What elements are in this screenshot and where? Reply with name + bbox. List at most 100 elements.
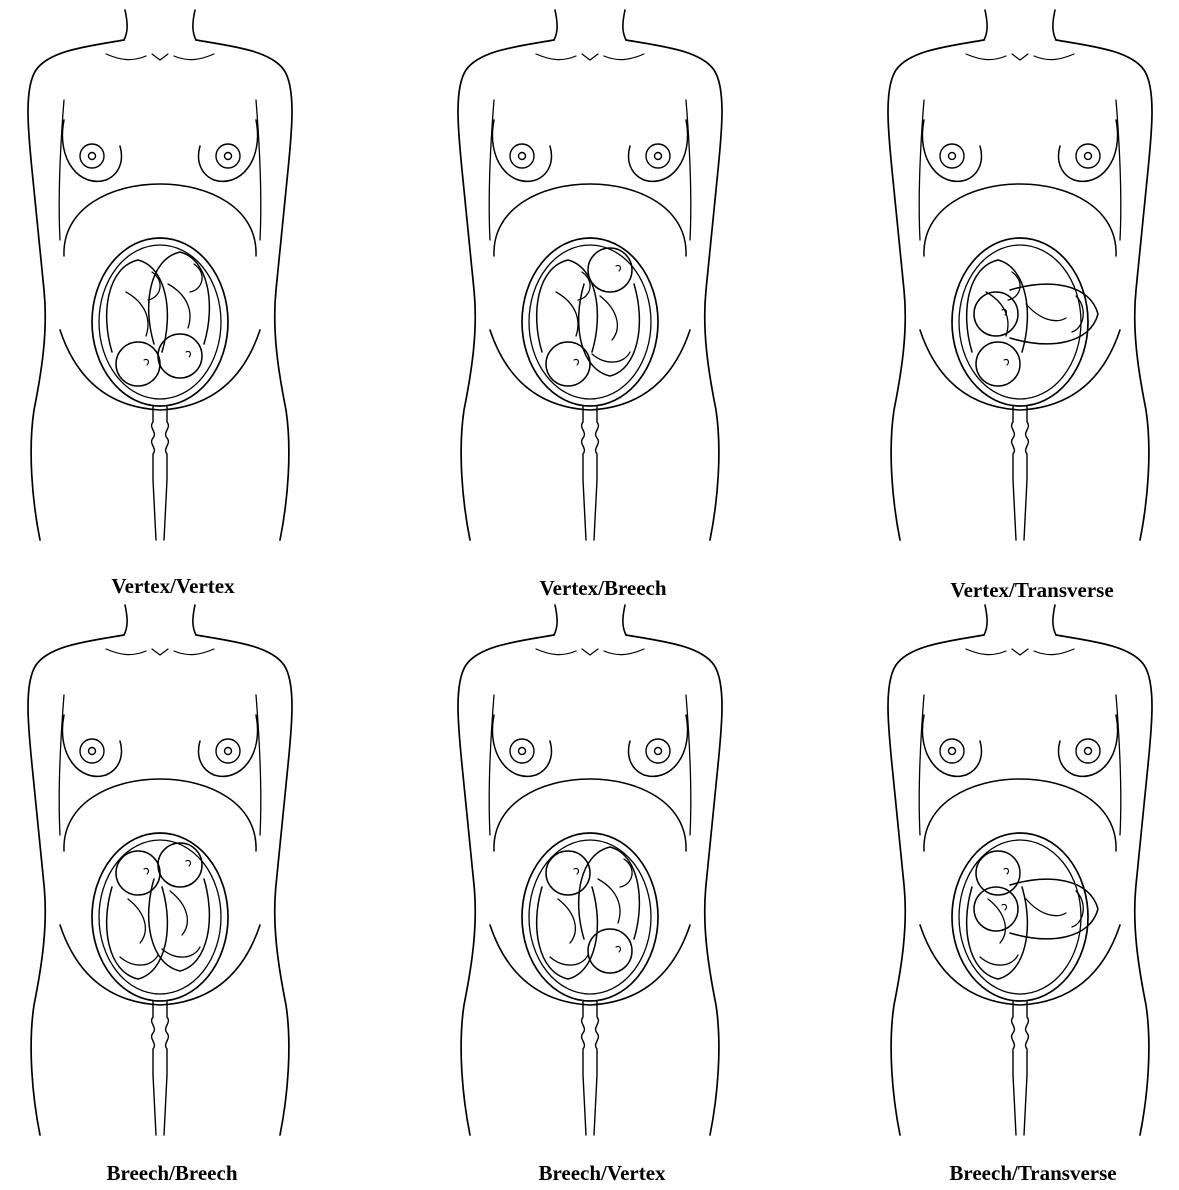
fetus-arm <box>168 284 190 328</box>
torso-left-outline <box>888 635 984 1135</box>
collarbone-left <box>536 54 576 60</box>
uterus-inner <box>529 840 651 994</box>
areola-right <box>646 739 670 763</box>
birth-canal-left <box>152 406 156 540</box>
birth-canal-right <box>594 406 598 540</box>
uterus-inner <box>99 840 221 994</box>
neck-right <box>193 10 196 40</box>
torso-right-outline <box>1056 635 1152 1135</box>
fetus-leg <box>550 955 588 965</box>
neck-right <box>1053 605 1056 635</box>
nipple-left <box>519 748 526 755</box>
areola-left <box>940 739 964 763</box>
collarbone-right <box>174 649 214 655</box>
breast-right <box>1059 120 1118 181</box>
breast-left <box>62 715 121 776</box>
nipple-right <box>1085 153 1092 160</box>
neck-left <box>124 605 127 635</box>
areola-right <box>646 144 670 168</box>
fetus-head <box>588 929 632 973</box>
torso-panel-bt <box>888 605 1152 1135</box>
areola-right <box>216 144 240 168</box>
neck-right <box>1053 10 1056 40</box>
twin-a-breech <box>967 851 1028 979</box>
fetus-head <box>976 342 1020 386</box>
birth-canal-right <box>1024 1001 1028 1135</box>
birth-canal-right <box>594 1001 598 1135</box>
birth-canal-right <box>1024 406 1028 540</box>
torso-panel-vb <box>458 10 722 540</box>
neck-right <box>193 605 196 635</box>
fetus-arm <box>1026 304 1066 321</box>
nipple-left <box>519 153 526 160</box>
uterus-inner <box>99 245 221 399</box>
birth-canal-right <box>164 406 168 540</box>
belly-lower-curve <box>920 925 1120 1005</box>
neck-left <box>124 10 127 40</box>
breast-right <box>629 120 688 181</box>
twin-a-vertex <box>107 260 168 386</box>
uterus-outer <box>952 833 1088 1001</box>
fetus-head <box>116 851 160 895</box>
torso-right-outline <box>626 635 722 1135</box>
uterus-inner <box>959 245 1081 399</box>
fetus-arm <box>986 292 1008 336</box>
fetus-body <box>579 847 640 939</box>
areola-left <box>510 739 534 763</box>
fetus-arm <box>558 899 575 943</box>
fetus-ear <box>1004 359 1008 365</box>
uterus-outer <box>522 238 658 406</box>
neck-left <box>984 10 987 40</box>
birth-canal-left <box>1012 406 1016 540</box>
fetus-arm <box>600 296 617 340</box>
collarbone-left <box>966 649 1006 655</box>
belly-lower-curve <box>60 330 260 410</box>
belly-lower-curve <box>920 330 1120 410</box>
sternal-notch <box>152 54 168 60</box>
nipple-right <box>225 748 232 755</box>
twin-b-vertex <box>149 252 210 378</box>
fetus-arm <box>598 879 620 923</box>
neck-left <box>554 10 557 40</box>
caption-breech-transverse: Breech/Transverse <box>949 1163 1116 1184</box>
fetus-ear <box>144 359 148 365</box>
collarbone-right <box>1034 649 1074 655</box>
fetus-leg <box>120 955 158 965</box>
nipple-left <box>949 153 956 160</box>
sternal-notch <box>152 649 168 655</box>
belly-lower-curve <box>60 925 260 1005</box>
fetus-ear <box>186 860 190 866</box>
fetus-head <box>158 843 202 887</box>
caption-breech-breech: Breech/Breech <box>106 1163 237 1184</box>
areola-left <box>510 144 534 168</box>
torso-right-outline <box>1056 40 1152 540</box>
fetus-ear <box>1004 868 1008 874</box>
collarbone-left <box>106 649 146 655</box>
breast-right <box>199 120 258 181</box>
torso-right-outline <box>196 40 292 540</box>
fetus-leg <box>162 947 200 957</box>
birth-canal-left <box>582 406 586 540</box>
nipple-right <box>655 153 662 160</box>
areola-right <box>216 739 240 763</box>
fetus-head <box>976 851 1020 895</box>
birth-canal-right <box>164 1001 168 1135</box>
neck-right <box>623 605 626 635</box>
caption-breech-vertex: Breech/Vertex <box>538 1163 665 1184</box>
twin-a-breech <box>537 851 598 979</box>
breast-right <box>199 715 258 776</box>
nipple-left <box>89 748 96 755</box>
areola-left <box>80 739 104 763</box>
uterus-outer <box>952 238 1088 406</box>
fetus-arm <box>1026 899 1066 916</box>
twin-a-vertex <box>537 260 598 386</box>
collarbone-left <box>966 54 1006 60</box>
areola-left <box>80 144 104 168</box>
fetus-ear <box>186 351 190 357</box>
torso-panel-bv <box>458 605 722 1135</box>
fetus-head <box>974 887 1018 931</box>
birth-canal-left <box>582 1001 586 1135</box>
torso-panel-bb <box>28 605 292 1135</box>
caption-vertex-transverse: Vertex/Transverse <box>950 580 1113 601</box>
